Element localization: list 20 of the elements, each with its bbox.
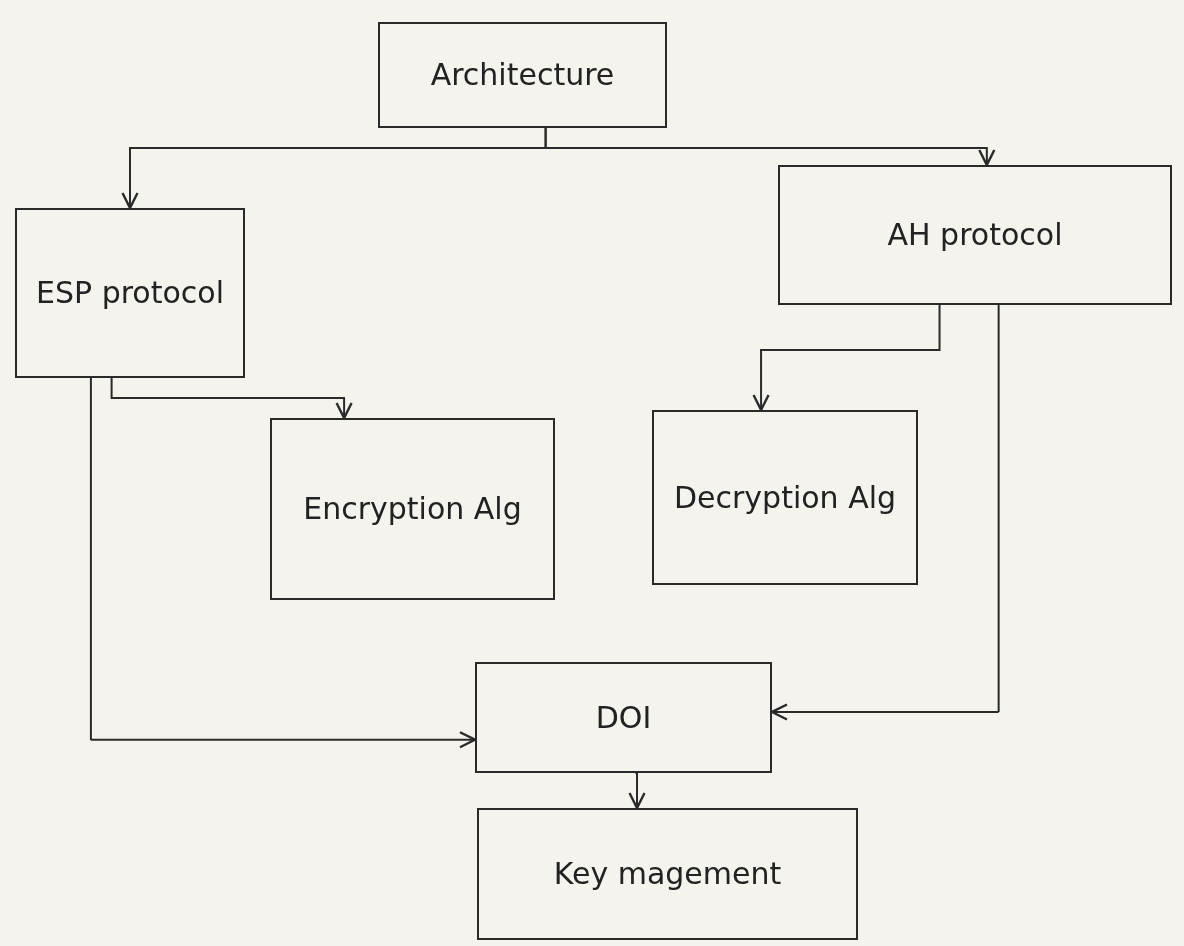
- process-box: [778, 165, 1172, 305]
- box-label: Encryption Alg: [302, 490, 523, 528]
- box-label: Architecture: [429, 56, 616, 94]
- arrow: [628, 772, 646, 810]
- box-label: AH protocol: [886, 216, 1064, 254]
- arrow: [89, 377, 477, 749]
- process-box: [378, 22, 667, 128]
- box-label: ESP protocol: [35, 274, 225, 312]
- arrow: [752, 304, 941, 412]
- process-box: [475, 662, 772, 773]
- arrow: [770, 304, 1000, 721]
- box-label: DOI: [594, 698, 653, 737]
- arrow: [544, 127, 996, 167]
- process-box: [477, 808, 858, 940]
- box-label: Decryption Alg: [672, 478, 898, 517]
- process-box: [270, 418, 555, 600]
- arrow: [110, 377, 353, 420]
- box-label: Key magement: [552, 855, 783, 893]
- process-box: [652, 410, 918, 585]
- process-box: [15, 208, 245, 378]
